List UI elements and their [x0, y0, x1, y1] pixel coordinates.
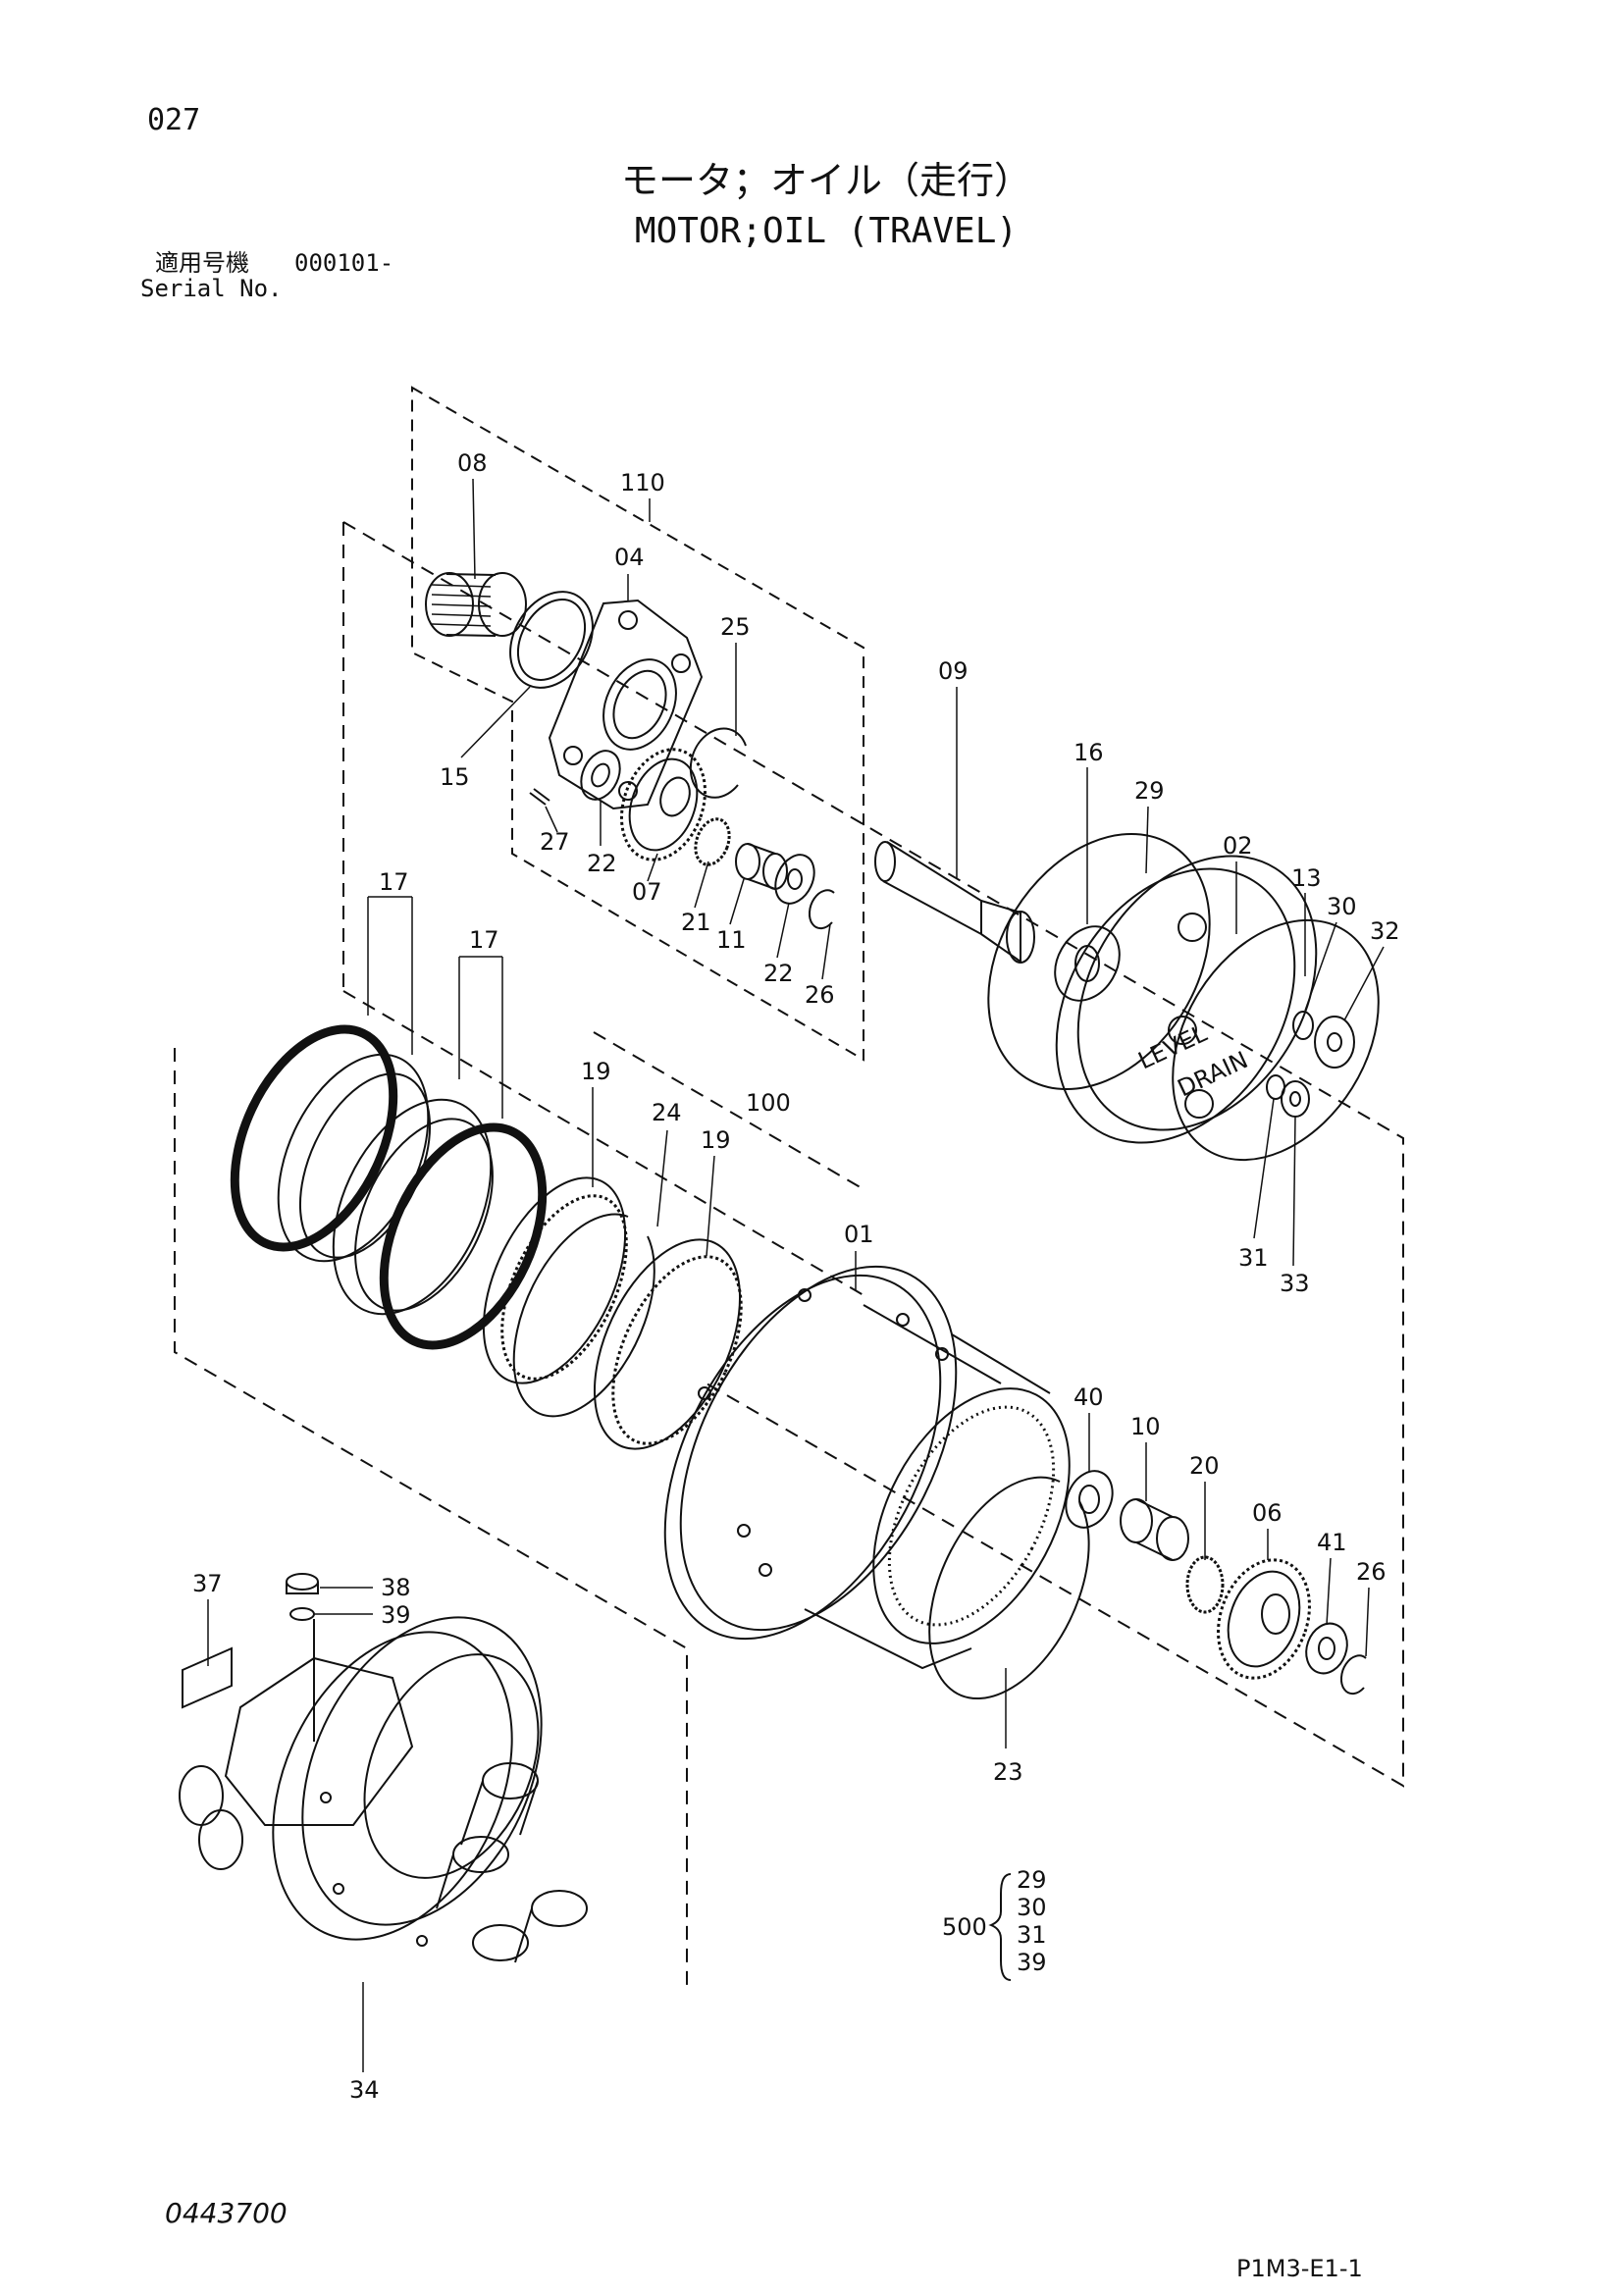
callout-27: 27 — [540, 828, 570, 856]
kit-number: 500 — [942, 1913, 987, 1941]
callout-22-lower: 22 — [763, 960, 794, 987]
assembly-110-boundary — [411, 386, 864, 1062]
part-32-plug — [1314, 1016, 1355, 1069]
callout-04: 04 — [614, 544, 645, 571]
part-27-pin — [529, 788, 550, 806]
callout-13: 13 — [1291, 864, 1322, 892]
part-04-flange-plate — [548, 599, 704, 810]
callout-02: 02 — [1223, 832, 1253, 860]
part-17-floating-seal-right — [332, 1098, 548, 1350]
part-37-name-plate — [182, 1646, 233, 1709]
part-20-needle-bearing — [1185, 1555, 1225, 1614]
callout-10: 10 — [1130, 1413, 1161, 1440]
part-19-bearing-left — [482, 1176, 628, 1384]
serial-label-japanese: 適用号機 — [155, 249, 249, 277]
part-22-washer-upper — [580, 750, 621, 801]
callout-38: 38 — [381, 1574, 411, 1601]
callout-11: 11 — [716, 926, 747, 954]
callout-100: 100 — [746, 1089, 791, 1117]
callout-21: 21 — [681, 909, 711, 936]
callout-19-right: 19 — [701, 1126, 731, 1154]
callout-01: 01 — [844, 1221, 874, 1248]
serial-label-english: Serial No. — [140, 275, 283, 302]
part-26-snap-ring-lower — [1339, 1654, 1367, 1696]
document-number: 0443700 — [165, 2197, 288, 2229]
callout-19-left: 19 — [581, 1058, 611, 1085]
part-29-o-ring — [987, 832, 1211, 1091]
part-21-needle-bearing — [694, 817, 731, 866]
part-22-washer-lower — [774, 854, 815, 905]
assembly-100-boundary — [593, 1031, 864, 1190]
part-02-cover — [1055, 855, 1318, 1144]
kit-item-1: 29 — [1017, 1866, 1047, 1894]
callout-22-upper: 22 — [587, 850, 617, 877]
part-09-shaft — [874, 841, 1035, 964]
part-40-thrust-washer — [1065, 1470, 1114, 1529]
callout-30: 30 — [1327, 893, 1357, 920]
callout-33: 33 — [1280, 1270, 1310, 1297]
part-13-o-ring — [1172, 918, 1380, 1162]
callout-31: 31 — [1238, 1244, 1269, 1272]
serial-value: 000101- — [294, 249, 394, 277]
callout-26-lower: 26 — [1356, 1558, 1387, 1586]
kit-item-4: 39 — [1017, 1949, 1047, 1976]
part-38-plug — [286, 1573, 319, 1594]
part-33-plug — [1281, 1080, 1310, 1118]
kit-item-2: 30 — [1017, 1894, 1047, 1921]
part-10-collar — [1120, 1498, 1189, 1561]
callout-17-left: 17 — [379, 868, 409, 896]
title-english: MOTOR;OIL (TRAVEL) — [634, 211, 1019, 251]
callout-06: 06 — [1252, 1499, 1283, 1527]
part-30-o-ring — [1292, 1011, 1314, 1040]
callout-07: 07 — [632, 878, 662, 906]
assembly-main-boundary — [342, 521, 1404, 1788]
part-39-o-ring — [289, 1607, 315, 1621]
part-07-gear — [619, 748, 707, 861]
callout-39: 39 — [381, 1601, 411, 1629]
part-01-housing — [663, 1265, 1071, 1670]
callout-25: 25 — [720, 613, 751, 641]
assembly-lower-boundary — [174, 1048, 688, 1992]
page-number: 027 — [147, 103, 201, 137]
part-16-bushing — [1054, 925, 1121, 1002]
callout-17-right: 17 — [469, 926, 499, 954]
part-41-thrust-plate — [1305, 1622, 1348, 1675]
callout-09: 09 — [938, 657, 969, 685]
callout-15: 15 — [440, 763, 470, 791]
part-15-ring — [509, 591, 594, 689]
callout-32: 32 — [1370, 917, 1400, 945]
part-19-bearing-right — [593, 1238, 743, 1450]
title-japanese: モータ；オイル（走行） — [620, 159, 1031, 202]
callout-23: 23 — [993, 1758, 1023, 1786]
callout-24: 24 — [652, 1099, 682, 1126]
callout-08: 08 — [457, 449, 488, 477]
kit-item-3: 31 — [1017, 1921, 1047, 1949]
part-24-snap-ring — [512, 1213, 655, 1418]
part-25-snap-ring — [689, 727, 747, 799]
callout-41: 41 — [1317, 1529, 1347, 1556]
callout-16: 16 — [1073, 739, 1104, 766]
part-08-spline-gear — [425, 572, 527, 637]
callout-20: 20 — [1189, 1452, 1220, 1480]
part-34-motor-assembly — [179, 1616, 588, 1963]
callout-26-upper: 26 — [805, 981, 835, 1009]
part-06-gear — [1217, 1558, 1311, 1680]
callout-34: 34 — [349, 2076, 380, 2104]
part-26-snap-ring-upper — [808, 889, 835, 930]
page-reference: P1M3-E1-1 — [1236, 2255, 1363, 2282]
part-23-snap-ring — [928, 1476, 1090, 1700]
callout-110: 110 — [620, 469, 665, 496]
callout-29: 29 — [1134, 777, 1165, 805]
part-17-floating-seal-left — [230, 1024, 432, 1263]
callout-37: 37 — [192, 1570, 223, 1597]
callout-40: 40 — [1073, 1383, 1104, 1411]
kit-500-brace — [988, 1873, 1012, 1981]
